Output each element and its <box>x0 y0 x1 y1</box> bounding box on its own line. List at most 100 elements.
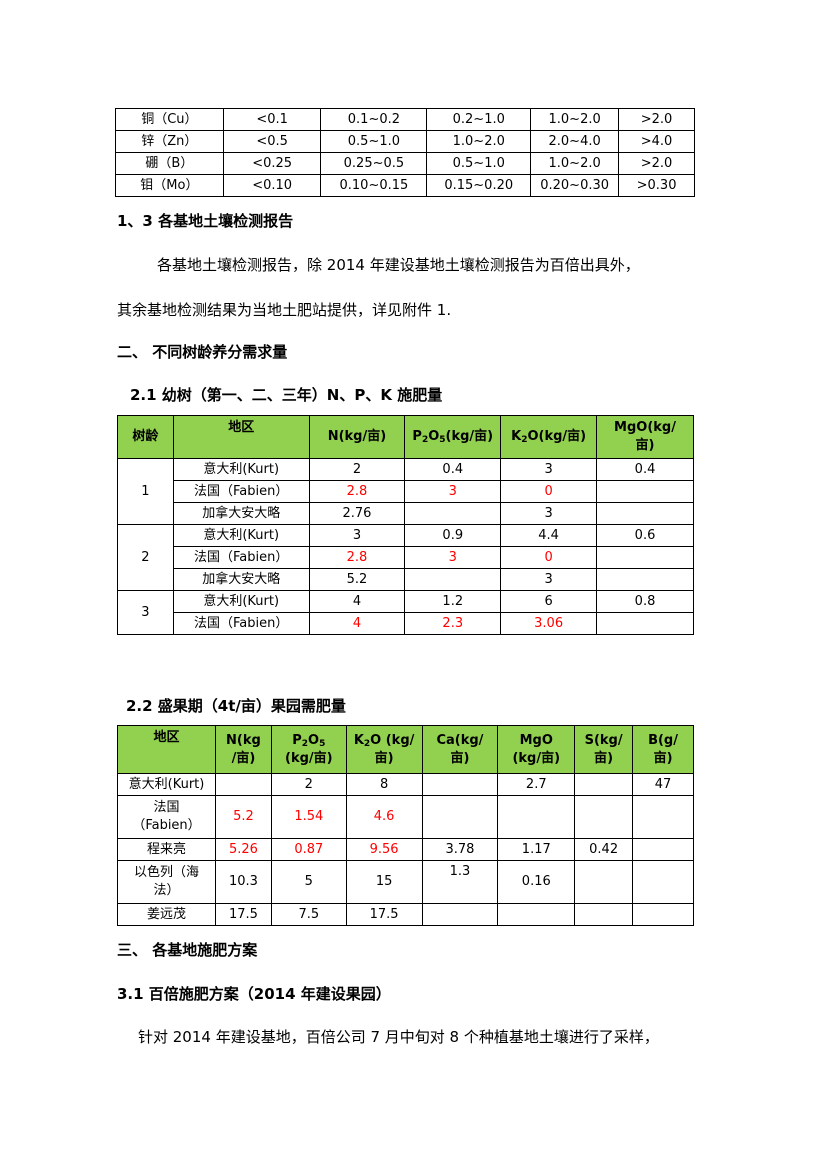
age-cell: 1 <box>117 458 174 525</box>
table-cell: 0.42 <box>574 838 634 861</box>
table-cell: 17.5 <box>214 903 272 926</box>
table-cell: 0.15~0.20 <box>426 174 532 197</box>
table-cell <box>421 795 499 839</box>
col-header-region: 地区 <box>172 415 310 459</box>
region-cell: 程来亮 <box>117 838 216 861</box>
section-heading-3: 三、 各基地施肥方案 <box>117 941 258 959</box>
table-cell: 2.0~4.0 <box>530 130 620 153</box>
table-cell: 2.8 <box>308 480 406 503</box>
section-heading-3-1: 3.1 百倍施肥方案（2014 年建设果园） <box>117 985 391 1003</box>
paragraph: 各基地土壤检测报告，除 2014 年建设基地土壤检测报告为百倍出具外， <box>157 256 640 274</box>
col-header-n: N(kg/亩) <box>214 725 272 774</box>
table-row: 程来亮 5.26 0.87 9.56 3.78 1.17 0.42 <box>117 838 694 861</box>
region-cell: 加拿大安大略 <box>172 568 310 591</box>
table-row: 以色列（海法） 10.3 5 15 1.3 0.16 <box>117 860 694 904</box>
table-cell: 7.5 <box>270 903 347 926</box>
table-cell: 0.5~1.0 <box>320 130 428 153</box>
table-cell: >2.0 <box>618 108 695 131</box>
age-cell: 2 <box>117 524 174 591</box>
table-cell: 5.2 <box>308 568 406 591</box>
table-cell: 0.1~0.2 <box>320 108 428 131</box>
table-row: 法国（Fabien） 2.8 3 0 <box>118 546 694 569</box>
table-cell <box>574 903 634 926</box>
table-cell: <0.1 <box>222 108 322 131</box>
table-cell <box>404 502 502 525</box>
col-header-s: S(kg/亩) <box>574 725 634 774</box>
table-cell <box>632 860 694 904</box>
table-cell: 0.87 <box>270 838 347 861</box>
table-cell: 3 <box>404 546 502 569</box>
col-header-k2o: K2O (kg/亩) <box>345 725 423 774</box>
table-cell <box>632 795 694 839</box>
table-cell: 5.2 <box>214 795 272 839</box>
col-header-mgo: MgO(kg/亩) <box>497 725 576 774</box>
table-cell: 4 <box>308 612 406 635</box>
table-row: 法国（Fabien） 4 2.3 3.06 <box>118 612 694 635</box>
table-cell: 3 <box>500 502 598 525</box>
table-cell: 0.25~0.5 <box>320 152 428 175</box>
table-cell: 4.6 <box>345 795 423 839</box>
table-row: 硼（B） <0.25 0.25~0.5 0.5~1.0 1.0~2.0 >2.0 <box>115 152 695 175</box>
table-row: 意大利(Kurt) 2 8 2.7 47 <box>117 773 694 796</box>
table-cell: 1.0~2.0 <box>426 130 532 153</box>
table-cell: 1.3 <box>421 860 499 904</box>
table-cell: 0.20~0.30 <box>530 174 620 197</box>
table-cell: 2 <box>308 458 406 481</box>
table-cell <box>421 773 499 796</box>
table-cell: 0.4 <box>404 458 502 481</box>
table-cell: 10.3 <box>214 860 272 904</box>
table-row: 法国（Fabien） 5.2 1.54 4.6 <box>117 795 694 839</box>
table-header-row: 树龄 地区 N(kg/亩) P2O5(kg/亩) K2O(kg/亩) MgO(k… <box>117 415 694 459</box>
table-cell: 1.2 <box>404 590 502 613</box>
table-cell: 0.2~1.0 <box>426 108 532 131</box>
table-cell <box>596 480 694 503</box>
region-cell: 法国（Fabien） <box>172 546 310 569</box>
table-row: 2 意大利(Kurt) 3 0.9 4.4 0.6 <box>117 524 694 591</box>
table-cell: 17.5 <box>345 903 423 926</box>
table-cell <box>596 612 694 635</box>
young-tree-fertilizer-table: 树龄 地区 N(kg/亩) P2O5(kg/亩) K2O(kg/亩) MgO(k… <box>117 415 694 635</box>
col-header-region: 地区 <box>117 725 216 774</box>
region-cell: 法国（Fabien） <box>172 480 310 503</box>
element-name: 锌（Zn） <box>115 130 224 153</box>
table-cell: <0.25 <box>222 152 322 175</box>
table-cell: 1.0~2.0 <box>530 152 620 175</box>
col-header-age: 树龄 <box>117 415 174 459</box>
col-header-p2o5: P2O5(kg/亩) <box>404 415 502 459</box>
table-cell: 2.7 <box>497 773 576 796</box>
table-cell <box>596 502 694 525</box>
table-cell: >0.30 <box>618 174 695 197</box>
table-cell: 0.16 <box>497 860 576 904</box>
table-cell <box>214 773 272 796</box>
table-cell: 3.78 <box>421 838 499 861</box>
paragraph: 其余基地检测结果为当地土肥站提供，详见附件 1. <box>117 301 452 319</box>
col-header-ca: Ca(kg/亩) <box>421 725 499 774</box>
element-name: 硼（B） <box>115 152 224 175</box>
table-cell: >2.0 <box>618 152 695 175</box>
table-cell: 0 <box>500 480 598 503</box>
table-cell: 47 <box>632 773 694 796</box>
region-cell: 法国（Fabien） <box>117 795 216 839</box>
region-cell: 意大利(Kurt) <box>117 773 216 796</box>
table-cell: 0.9 <box>404 524 502 547</box>
table-row: 铜（Cu） <0.1 0.1~0.2 0.2~1.0 1.0~2.0 >2.0 <box>115 108 695 131</box>
table-row: 加拿大安大略 2.76 3 <box>118 502 694 525</box>
table-row: 1 意大利(Kurt) 2 0.4 3 0.4 <box>117 458 694 525</box>
table-row: 钼（Mo） <0.10 0.10~0.15 0.15~0.20 0.20~0.3… <box>115 174 695 197</box>
region-cell: 意大利(Kurt) <box>172 524 310 547</box>
table-cell: 9.56 <box>345 838 423 861</box>
section-heading-1-3: 1、3 各基地土壤检测报告 <box>117 212 294 230</box>
table-cell <box>574 795 634 839</box>
table-cell: <0.10 <box>222 174 322 197</box>
table-cell <box>404 568 502 591</box>
table-cell: 2 <box>270 773 347 796</box>
table-cell: 0.6 <box>596 524 694 547</box>
table-cell: 0.4 <box>596 458 694 481</box>
table-cell <box>574 773 634 796</box>
element-name: 铜（Cu） <box>115 108 224 131</box>
table-cell <box>421 903 499 926</box>
section-heading-2: 二、 不同树龄养分需求量 <box>117 343 288 361</box>
table-cell: 15 <box>345 860 423 904</box>
table-row: 锌（Zn） <0.5 0.5~1.0 1.0~2.0 2.0~4.0 >4.0 <box>115 130 695 153</box>
table-cell: 4 <box>308 590 406 613</box>
